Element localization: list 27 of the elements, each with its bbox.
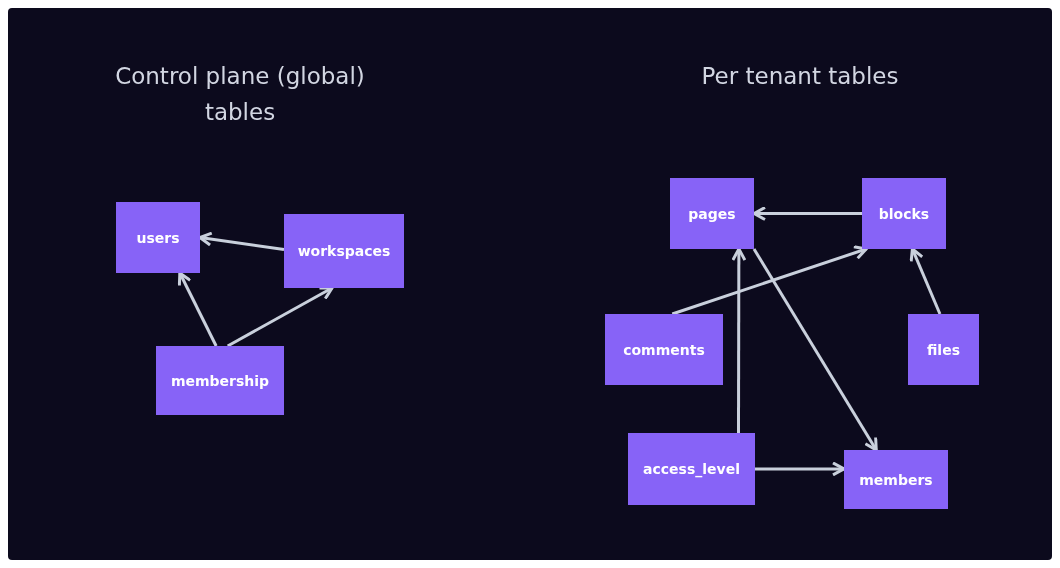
table-name: members bbox=[859, 471, 933, 488]
arrow bbox=[909, 247, 942, 315]
table-box bbox=[844, 450, 948, 509]
table-name: files bbox=[927, 341, 960, 358]
table-box bbox=[156, 346, 284, 415]
arrow bbox=[755, 461, 846, 477]
section-heading: Per tenant tables bbox=[700, 62, 900, 91]
table-name: workspaces bbox=[297, 243, 391, 259]
table-box bbox=[862, 178, 946, 249]
table-box bbox=[284, 214, 404, 288]
table-name: blocks bbox=[878, 205, 930, 222]
table-box bbox=[628, 433, 755, 505]
arrow bbox=[177, 271, 218, 347]
arrow bbox=[731, 247, 747, 433]
table-name: comments bbox=[623, 341, 705, 358]
section-heading: Control plane (global) tables bbox=[114, 62, 366, 127]
table-box bbox=[908, 314, 979, 385]
table-box bbox=[116, 202, 200, 273]
arrow bbox=[671, 245, 868, 316]
arrow bbox=[226, 286, 334, 348]
table-box bbox=[605, 314, 723, 385]
table-name: access_level bbox=[643, 461, 740, 477]
table-name: users bbox=[136, 229, 180, 246]
table-name: pages bbox=[688, 205, 736, 222]
arrow bbox=[752, 248, 878, 452]
table-box bbox=[670, 178, 754, 249]
table-name: membership bbox=[170, 372, 270, 389]
